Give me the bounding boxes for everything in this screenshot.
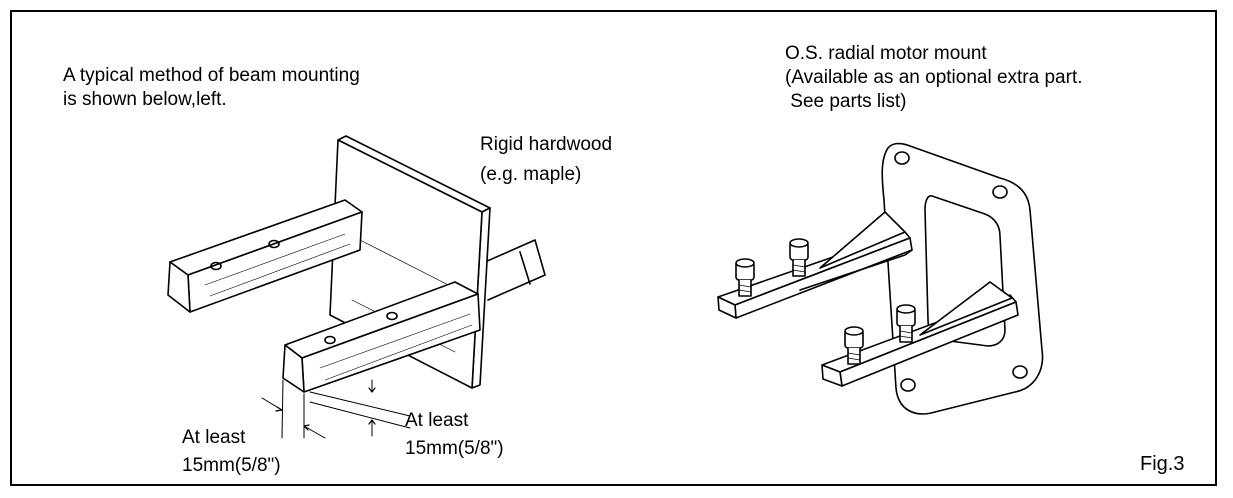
dimension-label-right: At least 15mm(5/8") bbox=[405, 407, 504, 463]
figure-label: Fig.3 bbox=[1140, 453, 1185, 475]
hardwood-label: Rigid hardwood (e.g. maple) bbox=[480, 130, 612, 190]
dimension-right-line-1: At least bbox=[405, 410, 469, 431]
dimension-label-left: At least 15mm(5/8") bbox=[182, 424, 281, 480]
motor-mount-drawing bbox=[717, 142, 1044, 415]
motor-mount-line-2: (Available as an optional extra part. bbox=[785, 67, 1083, 88]
hardwood-line-1: Rigid hardwood bbox=[480, 134, 613, 155]
motor-mount-line-3: See parts list) bbox=[785, 91, 907, 112]
intro-text: A typical method of beam mounting is sho… bbox=[63, 64, 360, 112]
intro-line-2: is shown below,left. bbox=[63, 89, 227, 110]
motor-mount-label: O.S. radial motor mount (Available as an… bbox=[785, 42, 1083, 114]
motor-mount-line-1: O.S. radial motor mount bbox=[785, 43, 987, 64]
dimension-right-line-2: 15mm(5/8") bbox=[405, 438, 504, 459]
hardwood-line-2: (e.g. maple) bbox=[480, 164, 582, 185]
dimension-left-line-1: At least bbox=[182, 427, 246, 448]
beam-mount-drawing bbox=[167, 135, 546, 439]
dimension-left-line-2: 15mm(5/8") bbox=[182, 455, 281, 476]
figure-frame bbox=[10, 10, 1217, 486]
intro-line-1: A typical method of beam mounting bbox=[63, 65, 360, 86]
